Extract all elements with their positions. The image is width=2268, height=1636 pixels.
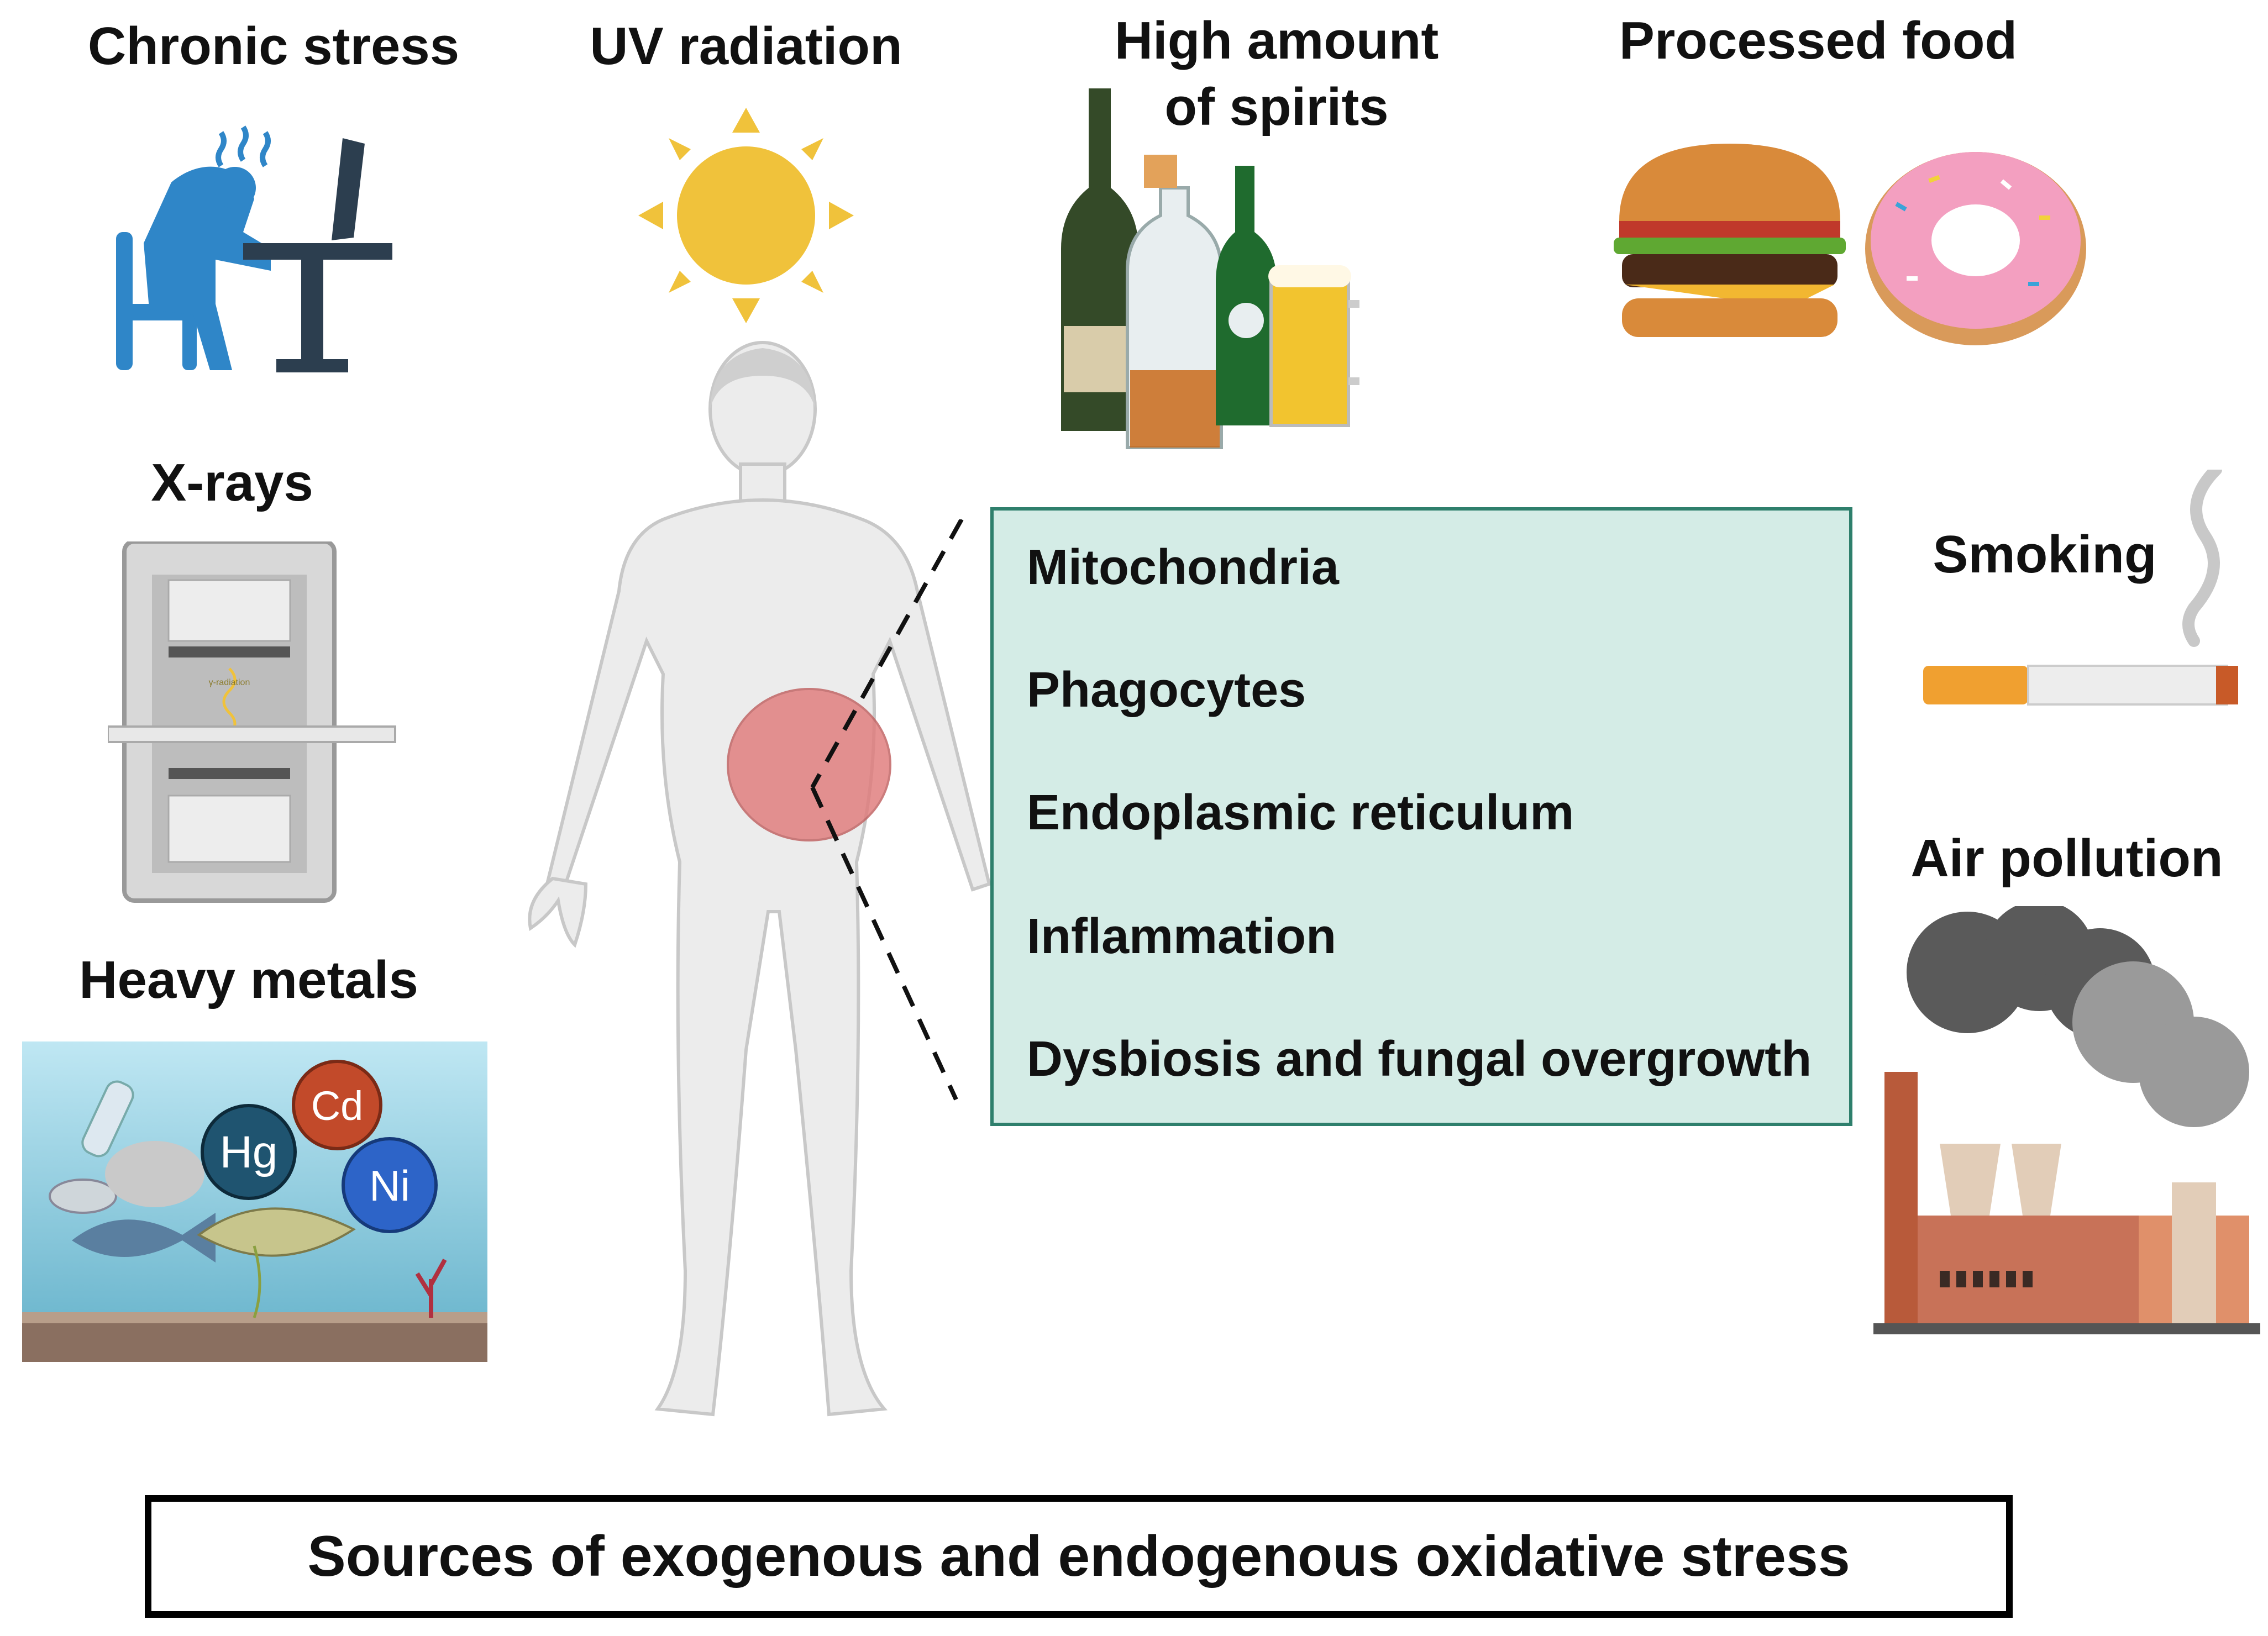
chronic-stress-icon <box>116 125 392 372</box>
xray-machine-icon: γ-radiation <box>108 541 396 903</box>
donut-icon <box>1865 152 2086 345</box>
label-xrays: X-rays <box>151 453 313 512</box>
label-air-pollution: Air pollution <box>1910 829 2223 888</box>
xray-tag-text: γ-radiation <box>209 678 250 687</box>
endogenous-item-endoplasmic-reticulum: Endoplasmic reticulum <box>1027 785 1574 840</box>
pointer-lines <box>810 519 964 1101</box>
nickel-ni-icon: Ni <box>342 1137 438 1233</box>
endogenous-item-phagocytes: Phagocytes <box>1027 662 1306 718</box>
label-smoking: Smoking <box>1933 525 2157 584</box>
label-chronic-stress: Chronic stress <box>87 17 460 76</box>
endogenous-item-inflammation: Inflammation <box>1027 909 1337 964</box>
cadmium-cd-icon: Cd <box>292 1060 382 1150</box>
label-spirits-line2: of spirits <box>1164 77 1389 136</box>
label-uv-radiation: UV radiation <box>590 17 902 76</box>
figure-caption: Sources of exogenous and endogenous oxid… <box>145 1495 2013 1618</box>
label-spirits-line1: High amount <box>1114 11 1439 70</box>
endogenous-sources-box: Mitochondria Phagocytes Endoplasmic reti… <box>990 507 1852 1126</box>
label-processed-food: Processed food <box>1619 11 2018 70</box>
cadmium-cd-text: Cd <box>311 1083 364 1129</box>
factory-pollution-icon <box>1873 906 2260 1334</box>
mercury-hg-icon: Hg <box>201 1104 297 1200</box>
nickel-ni-text: Ni <box>369 1161 410 1210</box>
cigarette-icon <box>1923 470 2238 706</box>
endogenous-item-dysbiosis: Dysbiosis and fungal overgrowth <box>1027 1032 1812 1087</box>
mercury-hg-text: Hg <box>220 1127 278 1177</box>
bottles-icon <box>1061 88 1359 449</box>
endogenous-item-mitochondria: Mitochondria <box>1027 540 1339 595</box>
burger-icon <box>1614 144 1846 337</box>
label-heavy-metals: Heavy metals <box>79 950 418 1009</box>
abdomen-highlight <box>727 688 891 841</box>
sun-icon <box>638 108 854 323</box>
